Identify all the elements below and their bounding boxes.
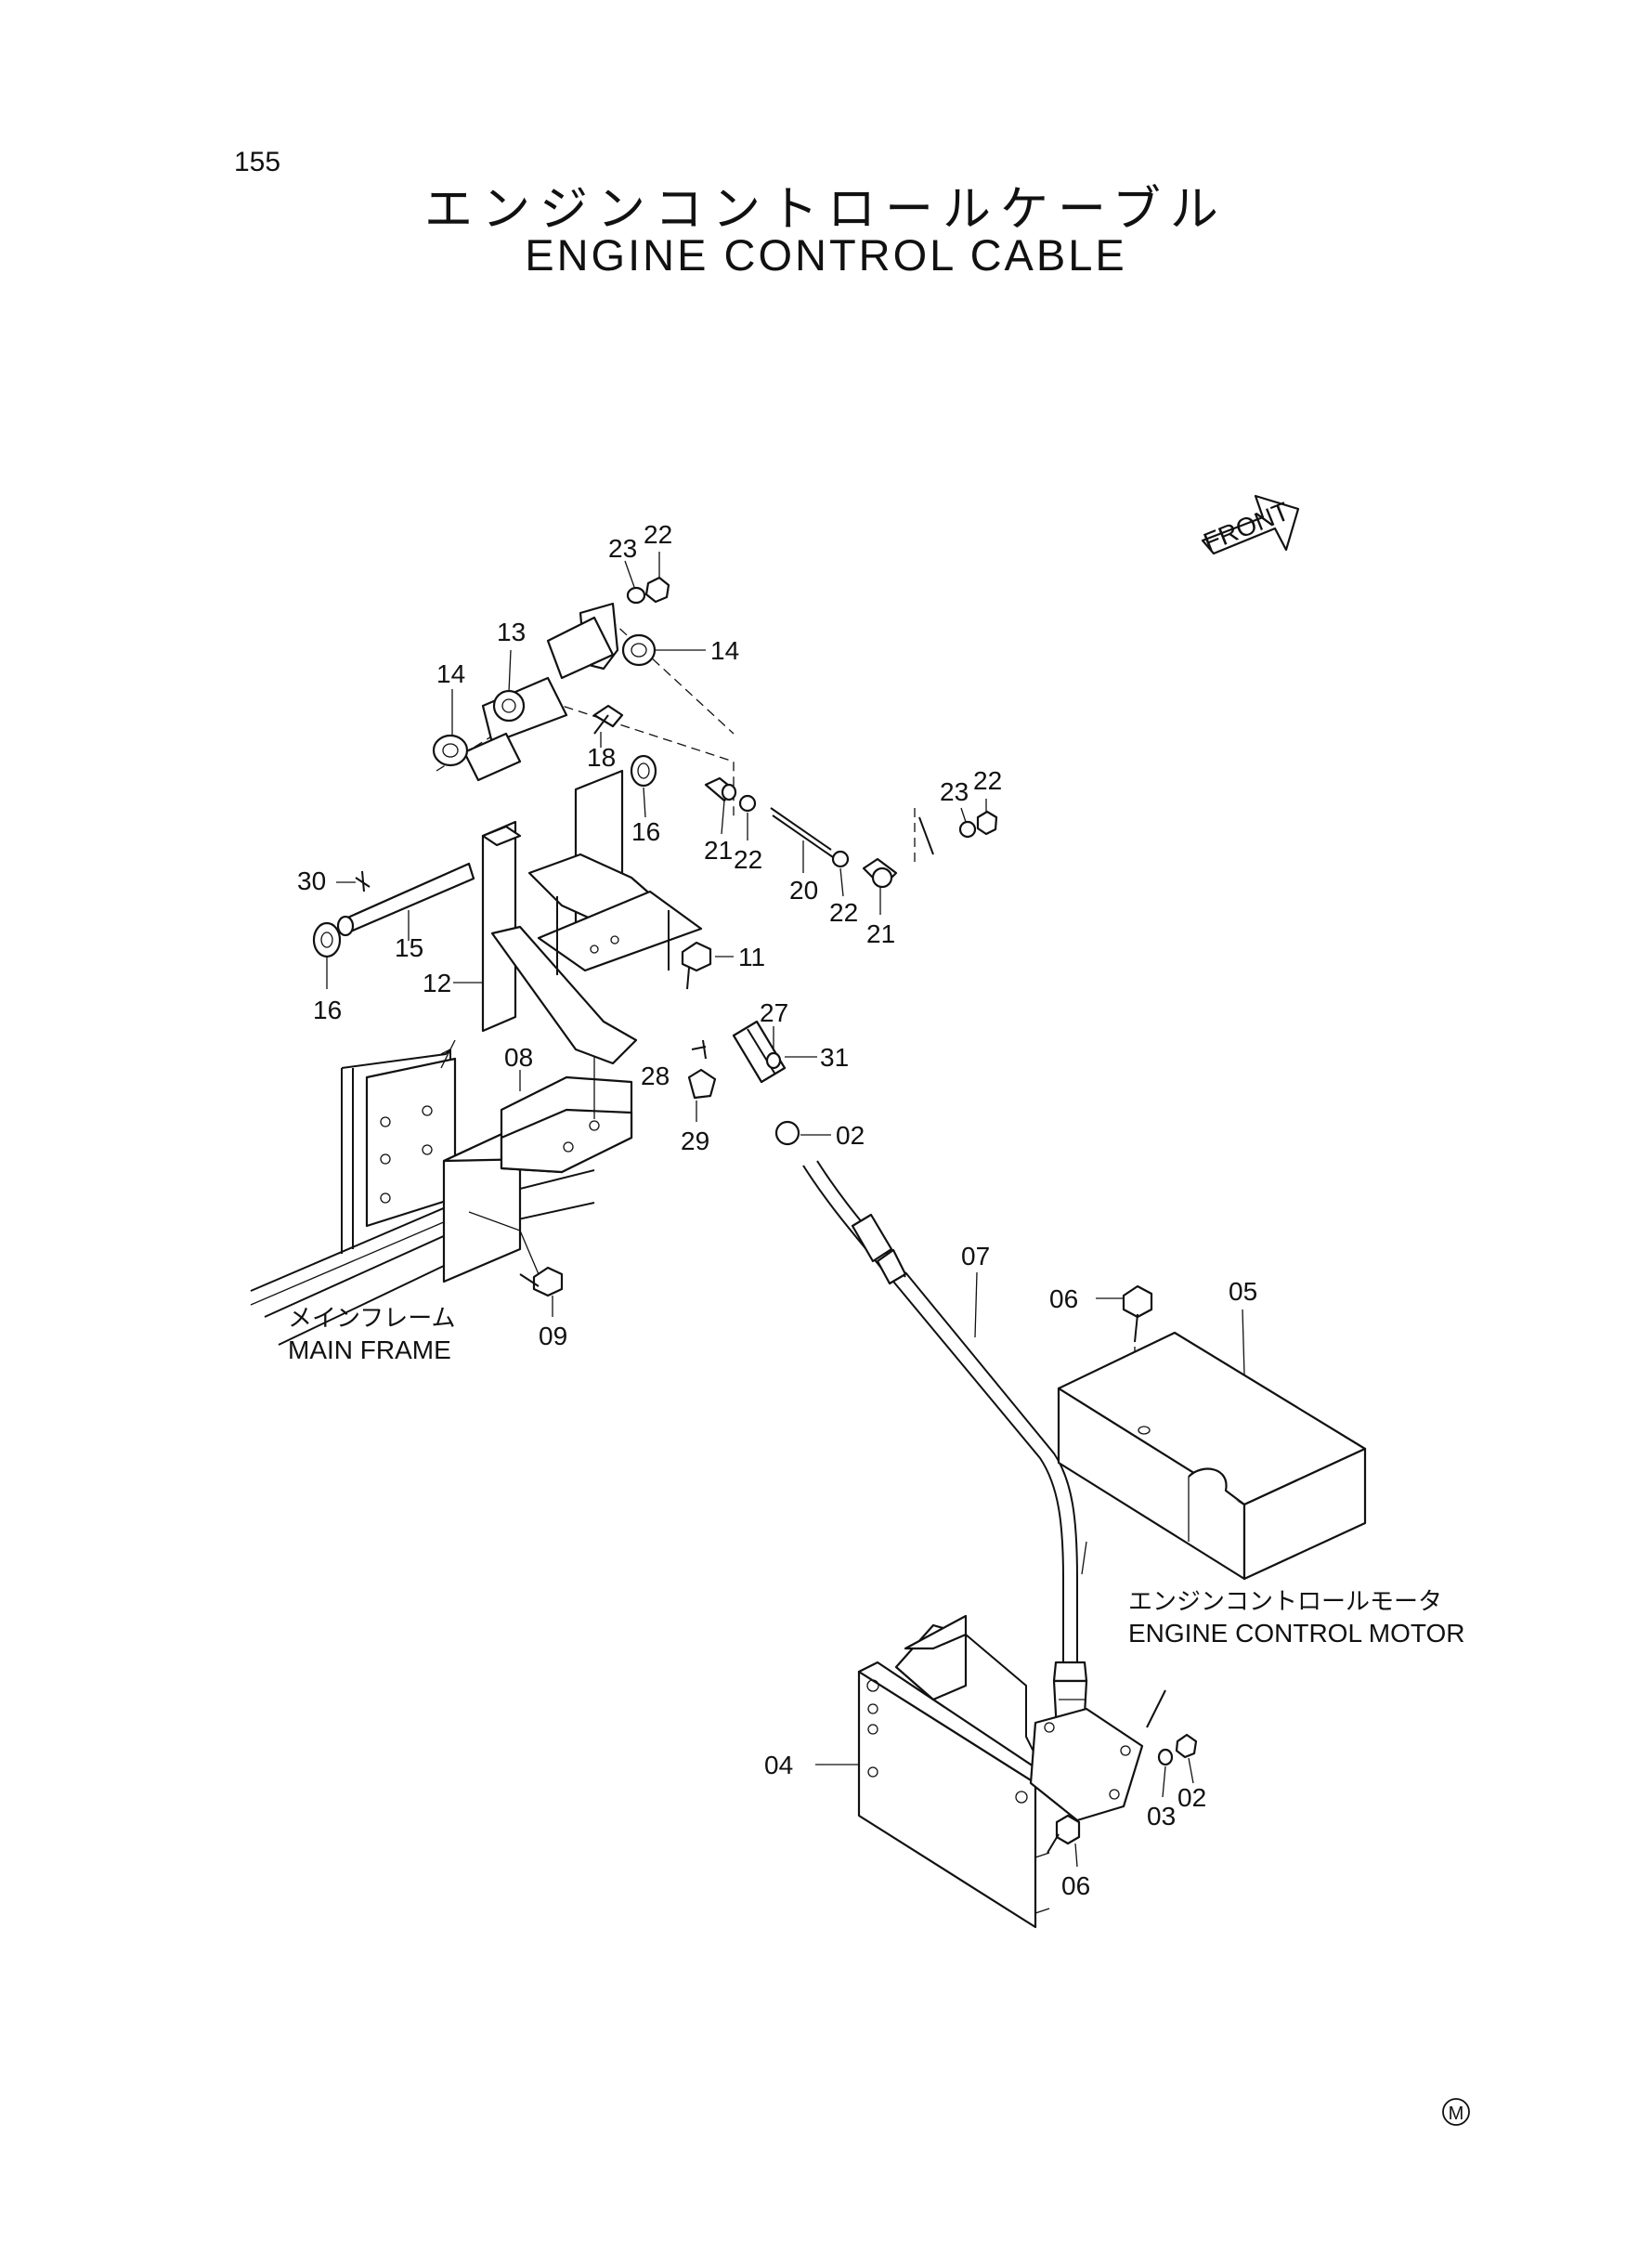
callout-20: 20 bbox=[789, 876, 818, 905]
callout-21-right: 21 bbox=[866, 919, 895, 948]
callout-13: 13 bbox=[497, 618, 526, 646]
plate-04 bbox=[857, 1614, 1050, 1929]
callout-14-left: 14 bbox=[436, 659, 465, 688]
washer-16-right bbox=[630, 754, 657, 788]
callout-16-right: 16 bbox=[631, 817, 660, 846]
callout-22-mid: 22 bbox=[734, 845, 762, 874]
title-japanese: エンジンコントロールケーブル bbox=[424, 182, 1228, 238]
front-label: FRONT bbox=[1200, 497, 1294, 557]
callout-07: 07 bbox=[961, 1242, 990, 1270]
pin-29 bbox=[687, 1068, 717, 1100]
callout-02-top: 02 bbox=[836, 1121, 865, 1150]
front-arrow-icon: FRONT bbox=[1200, 494, 1300, 557]
callout-02-bottom: 02 bbox=[1177, 1783, 1206, 1812]
callout-22-right: 22 bbox=[829, 898, 858, 927]
callout-21-left: 21 bbox=[704, 836, 733, 865]
callout-22-far-right: 22 bbox=[973, 766, 1002, 795]
bolt-18 bbox=[592, 704, 624, 735]
main-frame-drawing bbox=[250, 1039, 595, 1346]
cotter-28 bbox=[691, 1039, 707, 1060]
callout-27: 27 bbox=[760, 998, 788, 1027]
leader-lines bbox=[326, 552, 1245, 1868]
callout-03: 03 bbox=[1147, 1802, 1176, 1831]
callout-labels: 23 22 13 14 14 18 16 21 22 20 22 21 23 2… bbox=[297, 520, 1257, 1900]
callout-28: 28 bbox=[641, 1062, 670, 1090]
nut-02-bottom bbox=[1175, 1733, 1198, 1759]
bolt-09 bbox=[519, 1266, 564, 1297]
bracket-top bbox=[546, 602, 619, 680]
bolt-11 bbox=[681, 941, 712, 990]
motor-label-jp: エンジンコントロールモータ bbox=[1128, 1588, 1442, 1616]
page-title: ENGINE CONTROL CABLE bbox=[525, 230, 1127, 280]
nut-02-top bbox=[774, 1120, 800, 1146]
callout-11: 11 bbox=[738, 943, 765, 971]
page-number: 155 bbox=[234, 147, 281, 177]
callout-12: 12 bbox=[423, 969, 451, 997]
motor-cover-05 bbox=[1057, 1331, 1367, 1581]
callout-22-top: 22 bbox=[644, 520, 672, 549]
clevis-31 bbox=[687, 1020, 800, 1146]
cable-07 bbox=[802, 1160, 1088, 1795]
main-frame-label-jp: メインフレーム bbox=[288, 1305, 455, 1333]
bolt-06-bottom bbox=[1047, 1814, 1081, 1854]
m-mark-label: M bbox=[1449, 2104, 1464, 2124]
washer-03 bbox=[1157, 1748, 1174, 1766]
callout-06-top: 06 bbox=[1049, 1284, 1078, 1313]
callout-30: 30 bbox=[297, 866, 326, 895]
main-frame-label: MAIN FRAME bbox=[288, 1335, 451, 1364]
bushing-14-right bbox=[621, 633, 657, 667]
callout-08: 08 bbox=[504, 1043, 533, 1072]
bushing-14-left bbox=[432, 734, 469, 767]
callout-15: 15 bbox=[395, 933, 423, 962]
m-mark-icon: M bbox=[1442, 2098, 1470, 2126]
callout-31: 31 bbox=[820, 1043, 849, 1072]
callout-16-left: 16 bbox=[313, 996, 342, 1024]
washer-16-left bbox=[312, 921, 342, 958]
callout-23-right: 23 bbox=[940, 777, 969, 806]
washer-23-nut-22-top bbox=[626, 576, 670, 605]
callout-29: 29 bbox=[681, 1127, 709, 1155]
callout-05: 05 bbox=[1229, 1277, 1257, 1306]
callout-23-top: 23 bbox=[608, 534, 637, 563]
callout-09: 09 bbox=[539, 1322, 567, 1350]
callout-14-right: 14 bbox=[710, 636, 739, 665]
motor-label: ENGINE CONTROL MOTOR bbox=[1128, 1619, 1464, 1648]
callout-06-bottom: 06 bbox=[1061, 1871, 1090, 1900]
bracket-08 bbox=[442, 1022, 633, 1283]
pedal-bracket-12 bbox=[436, 621, 735, 1065]
engine-control-motor-bracket bbox=[1029, 1689, 1198, 1822]
callout-04: 04 bbox=[764, 1751, 793, 1779]
pin-15 bbox=[312, 862, 475, 958]
callout-18: 18 bbox=[587, 743, 616, 772]
washer-27 bbox=[765, 1051, 782, 1070]
lever-13 bbox=[462, 676, 568, 782]
rod-20 bbox=[704, 776, 998, 889]
